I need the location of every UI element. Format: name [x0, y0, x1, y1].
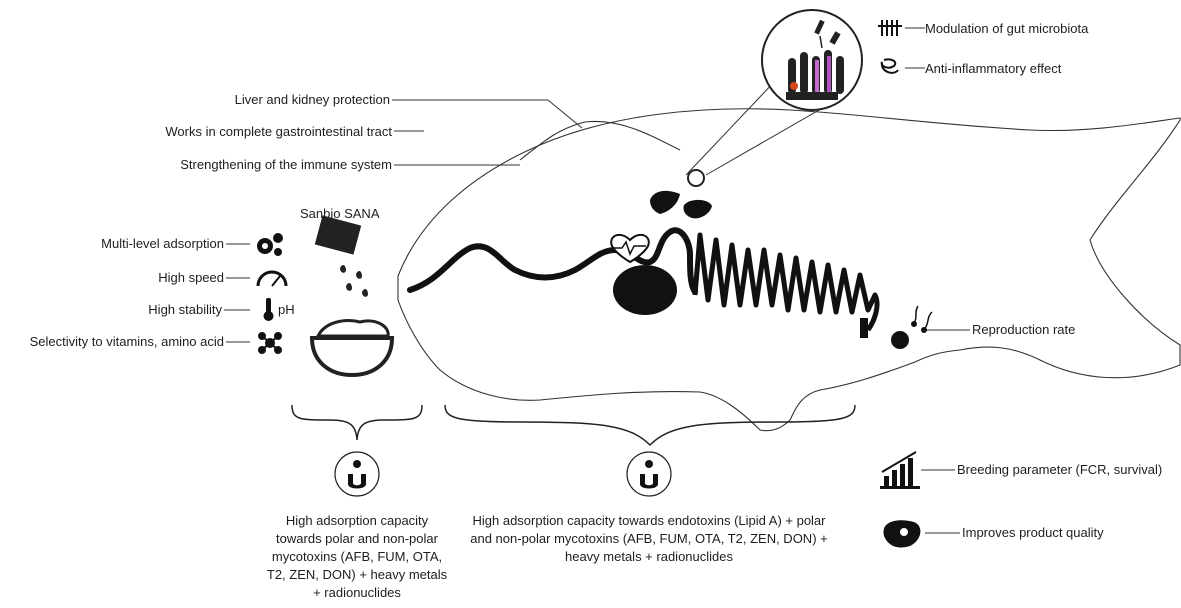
bottom-middle-text: High adsorption capacity towards endotox… [460, 512, 838, 566]
label-stability: High stability [40, 302, 222, 318]
speedometer-icon [258, 272, 286, 286]
thermometer-icon [264, 298, 274, 321]
label-inflammatory: Anti-inflammatory effect [925, 61, 1061, 77]
drops [340, 265, 368, 297]
product-name: Sanbio SANA [300, 206, 380, 222]
spleen-icon [683, 200, 712, 219]
meat-icon [883, 520, 920, 547]
bowl-icon [312, 321, 392, 375]
stomach-shape [613, 265, 677, 315]
bottom-left-text: High adsorption capacity towards polar a… [262, 512, 452, 602]
vent-end [860, 318, 868, 338]
bacteria-icon [878, 20, 902, 36]
brace-left [292, 405, 422, 440]
dorsal-fin [520, 121, 680, 160]
label-gi-tract: Works in complete gastrointestinal tract [120, 124, 392, 140]
sperm-egg-icon [891, 306, 932, 349]
label-multilevel: Multi-level adsorption [40, 236, 224, 252]
skull-magnet-icon [335, 452, 379, 496]
label-ph: pH [278, 302, 295, 318]
molecule-icon [259, 333, 281, 353]
label-immune: Strengthening of the immune system [120, 157, 392, 173]
zoom-source-circle [688, 170, 704, 186]
bar-chart-icon [880, 452, 920, 489]
label-reproduction: Reproduction rate [972, 322, 1075, 338]
skull-magnet-icon [627, 452, 671, 496]
label-quality: Improves product quality [962, 525, 1104, 541]
intestine-coils [695, 235, 877, 330]
label-microbiota: Modulation of gut microbiota [925, 21, 1088, 37]
gears-icon [257, 233, 283, 256]
brace-middle [445, 405, 855, 445]
intestine-icon [882, 59, 898, 72]
liver-icon [650, 191, 680, 214]
label-speed: High speed [40, 270, 224, 286]
label-liver-kidney: Liver and kidney protection [150, 92, 390, 108]
label-breeding: Breeding parameter (FCR, survival) [957, 462, 1162, 478]
label-selectivity: Selectivity to vitamins, amino acid [0, 334, 224, 350]
